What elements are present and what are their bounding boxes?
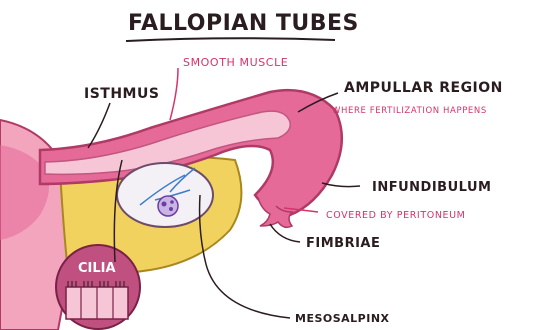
follicle-cell — [169, 207, 173, 211]
label-infundibulum: INFUNDIBULUM — [372, 180, 491, 195]
follicle-cell — [170, 200, 174, 204]
label-mesosalpinx: MESOSALPINX — [295, 312, 390, 325]
ovary — [117, 163, 213, 227]
follicle-cell — [162, 202, 167, 207]
label-isthmus: ISTHMUS — [84, 86, 159, 102]
label-covered-by-peritoneum: COVERED BY PERITONEUM — [326, 210, 465, 221]
label-smooth-muscle: SMOOTH MUSCLE — [183, 56, 288, 69]
smooth-muscle-pointer-line — [170, 68, 178, 120]
label-fimbriae: FIMBRIAE — [306, 236, 380, 251]
follicle — [158, 196, 178, 216]
title-underline — [126, 38, 335, 41]
label-cilia: CILIA — [78, 261, 116, 276]
label-ampullar-region: AMPULLAR REGION — [344, 80, 503, 96]
label-ampullar-note: WHERE FERTILIZATION HAPPENS — [332, 106, 487, 116]
diagram-title: FALLOPIAN TUBES — [128, 11, 359, 36]
